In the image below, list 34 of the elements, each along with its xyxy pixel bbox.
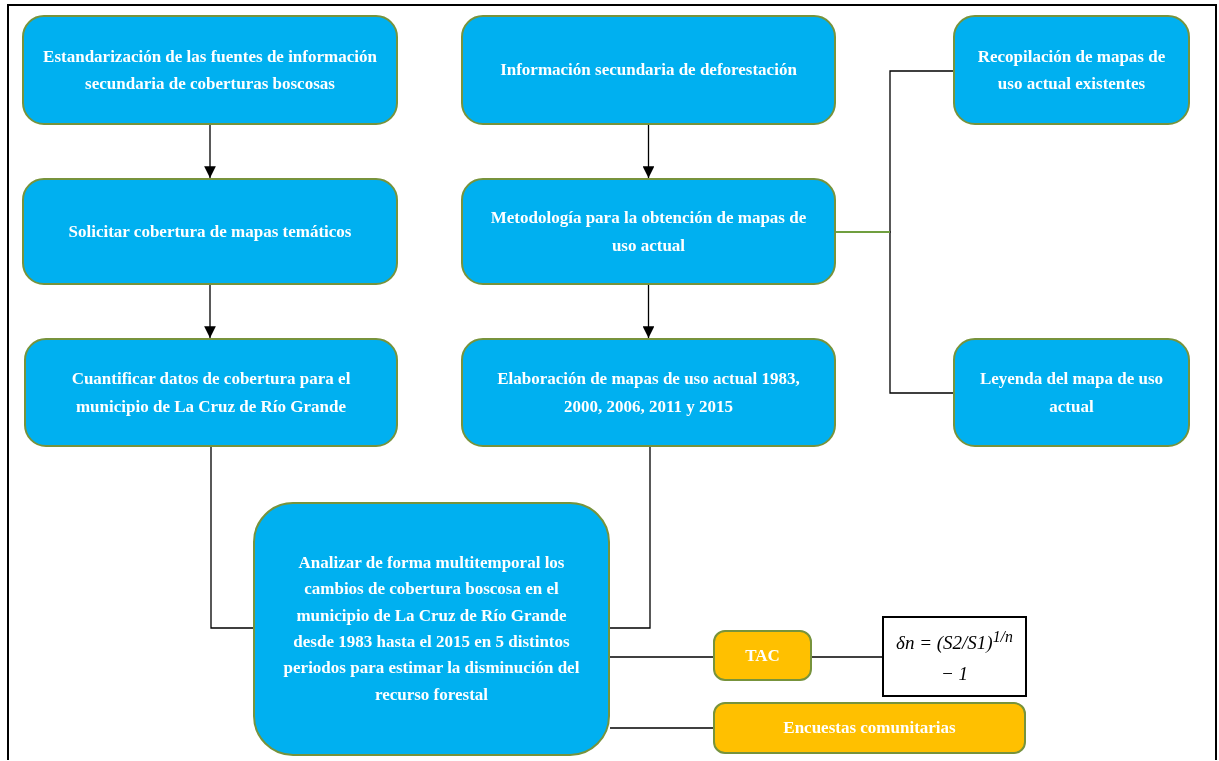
box-text: Encuestas comunitarias xyxy=(783,717,956,740)
box-text: Cuantificar datos de cobertura para el municipio de La Cruz de Río Grande xyxy=(70,368,352,418)
arrow xyxy=(642,124,655,179)
box-text: Elaboración de mapas de uso actual 1983, 2000, 2006, 2011 y 2015 xyxy=(496,368,801,418)
box-text: Información secundaria de deforestación xyxy=(500,59,797,82)
box-text: Metodología para la obtención de mapas de uso actual xyxy=(489,207,808,257)
connector-line xyxy=(835,231,891,233)
process-box xyxy=(953,338,1190,447)
connector-line xyxy=(210,446,254,629)
formula-text: δn = (S2/S1)$^{1/n}$ − 1 xyxy=(895,626,1014,686)
process-box xyxy=(461,178,836,285)
box-text: Analizar de forma multitemporal los cambios de cobertura boscosa en el municipio de La Cruz de Río Grande desde 1983 hasta el 2015 en 5 distintos periodos para estimar la disminución del recurso forestal xyxy=(282,551,581,706)
box-text: TAC xyxy=(745,644,780,667)
connector-line xyxy=(609,446,651,629)
formula-box xyxy=(882,616,1027,697)
process-box xyxy=(22,178,398,285)
process-box xyxy=(22,15,398,125)
box-text: Solicitar cobertura de mapas temáticos xyxy=(68,220,352,243)
connector-line xyxy=(609,656,714,658)
process-box xyxy=(461,15,836,125)
box-text: Recopilación de mapas de uso actual existentes xyxy=(976,45,1167,95)
process-box xyxy=(953,15,1190,125)
method-box xyxy=(713,702,1026,754)
arrow xyxy=(204,284,216,339)
arrow xyxy=(642,284,655,339)
method-box xyxy=(713,630,812,681)
box-text: Leyenda del mapa de uso actual xyxy=(978,368,1165,418)
arrow xyxy=(204,124,216,179)
process-box xyxy=(461,338,836,447)
box-text: Estandarización de las fuentes de información secundaria de coberturas boscosas xyxy=(42,45,378,95)
process-box xyxy=(24,338,398,447)
process-box xyxy=(253,502,610,756)
connector-line xyxy=(811,656,883,658)
connector-line xyxy=(609,727,714,729)
